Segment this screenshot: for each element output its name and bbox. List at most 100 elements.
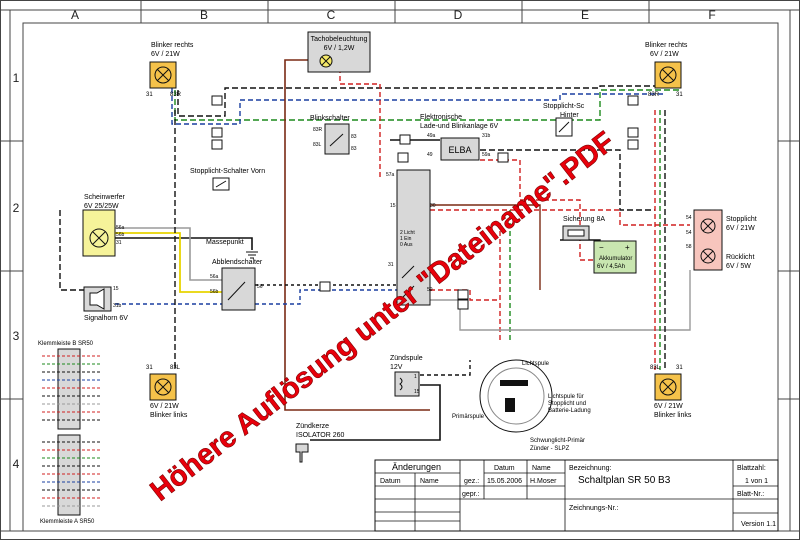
aenderungen-header: Änderungen (392, 462, 441, 472)
scheinwerfer: Scheinwerfer 6V 25/25W 56a 56b 31 (82, 194, 126, 257)
datum-header: Datum (494, 465, 515, 472)
gez-label: gez.: (464, 478, 479, 485)
klemmleiste-b-title: Klemmleiste B SR50 (38, 341, 94, 347)
flywheel-icon (479, 359, 553, 433)
title: Zündkerze (296, 423, 329, 430)
zuendkerze: Zündkerze ISOLATOR 260 (295, 423, 344, 463)
box (307, 31, 371, 73)
switch-icon (329, 133, 344, 147)
title: Scheinwerfer (84, 194, 126, 201)
pin-label: 15 (390, 203, 396, 209)
connector (497, 152, 509, 163)
pin-label: 83R (648, 92, 660, 98)
sicherung: Sicherung 8A (562, 216, 605, 241)
zeichnungs-nr-label: Zeichnungs-Nr.: (569, 505, 618, 512)
switch-icon (401, 265, 415, 299)
wire-ignition (310, 384, 441, 441)
note-line1: Lichtspule für (548, 394, 584, 400)
note-line2: Stopplicht und (548, 401, 586, 407)
connector (457, 289, 469, 300)
pin-label: 1 (414, 374, 417, 380)
ruecklicht-spec: 6V / 5W (726, 263, 751, 270)
lamp-icon (700, 248, 716, 264)
taillight-box (693, 209, 723, 271)
headlight-box (82, 209, 116, 257)
fuse-icon (567, 229, 585, 237)
lamp-icon (659, 378, 677, 396)
col-label-d: D (454, 8, 463, 22)
connector (319, 281, 331, 292)
blatt-of: 1 von 1 (745, 478, 768, 485)
spec: 6V 25/25W (84, 203, 119, 210)
pin-label: 31b (482, 133, 491, 139)
connector (211, 127, 223, 138)
box (440, 137, 480, 161)
blattzahl-label: Blattzahl: (737, 465, 766, 472)
spec: 6V / 1,2W (324, 45, 355, 52)
headlight-icon (89, 228, 109, 248)
row-label-1: 1 (13, 71, 20, 85)
terminal-strip-a (57, 434, 81, 516)
title: Blinker rechts (151, 42, 194, 49)
stopplicht-schalter-hinten: Stopplicht-Sc Hinter (543, 103, 585, 137)
wire-blue-top (171, 88, 664, 125)
stopplicht-spec: 6V / 21W (726, 225, 755, 232)
wires (59, 59, 691, 441)
primaer-label: Primärspule (452, 414, 485, 420)
pin-label: 30 (430, 203, 436, 209)
title-block: Änderungen Datum Name Datum Name gez.: 1… (374, 459, 779, 532)
blinker-links-left: 31 83L 6V / 21W Blinker links (146, 365, 188, 419)
bezeichnung-label: Bezeichnung: (569, 465, 611, 472)
switch-box (221, 267, 256, 311)
zuendspule: Zündspule 12V 1 15 (390, 355, 423, 397)
connector (627, 127, 639, 138)
wire-zuendspule (420, 360, 471, 376)
wire-brown-batt (430, 204, 541, 290)
gepr-label: gepr.: (462, 491, 480, 498)
blinkschalter: Blinkschalter 83R 83 83L 83 (310, 115, 357, 155)
spec: 12V (390, 364, 403, 371)
col-label-b: B (200, 8, 208, 22)
signalhorn: Signalhorn 6V 15 31b (83, 286, 128, 322)
spec: 6V / 21W (650, 51, 679, 58)
stopplicht-title: Stopplicht (726, 216, 757, 223)
lamp-icon (154, 378, 172, 396)
title-block-grid (375, 460, 778, 531)
pin-label: 31b (113, 303, 122, 309)
connector (457, 299, 469, 310)
pin-label: 56a (210, 274, 219, 280)
switch-icon (215, 180, 227, 188)
label: ELBA (448, 145, 471, 155)
elba: ELBA Elektronische Lade-und Blinkanlage … (420, 114, 499, 161)
coil-icon (500, 380, 528, 386)
title: Abblendschalter (212, 259, 263, 266)
lamp-cross (702, 250, 714, 262)
blinker-links-right: 83L 31 6V / 21W Blinker links (650, 365, 692, 419)
lamp-cross (156, 68, 170, 82)
pin-label: 54 (686, 215, 692, 221)
pin-label: 83 (351, 134, 357, 140)
connector (211, 95, 223, 106)
pin-label: 83L (170, 365, 181, 371)
lamp-icon (659, 66, 677, 84)
connectors (211, 95, 639, 310)
spec: ISOLATOR 260 (296, 432, 344, 439)
position-text: 2 Licht (400, 230, 415, 236)
pin-label: 49a (427, 133, 436, 139)
title: Zündspule (390, 355, 423, 362)
gez-name: H.Moser (530, 478, 557, 485)
pin-label: 15 (414, 389, 420, 395)
connector (627, 139, 639, 150)
lamp-icon (654, 61, 682, 89)
wire-grey-tail (430, 270, 691, 331)
pin-label: 31 (388, 262, 394, 268)
lamp-icon (700, 218, 716, 234)
pin-label: 31 (146, 365, 153, 371)
switch-icon (227, 281, 246, 301)
spec: 6V / 21W (150, 403, 179, 410)
lamp-cross (702, 220, 714, 232)
col-label-c: C (327, 8, 336, 22)
spec: 6V / 21W (151, 51, 180, 58)
lamp-cross (661, 68, 675, 82)
row-label-4: 4 (13, 457, 20, 471)
